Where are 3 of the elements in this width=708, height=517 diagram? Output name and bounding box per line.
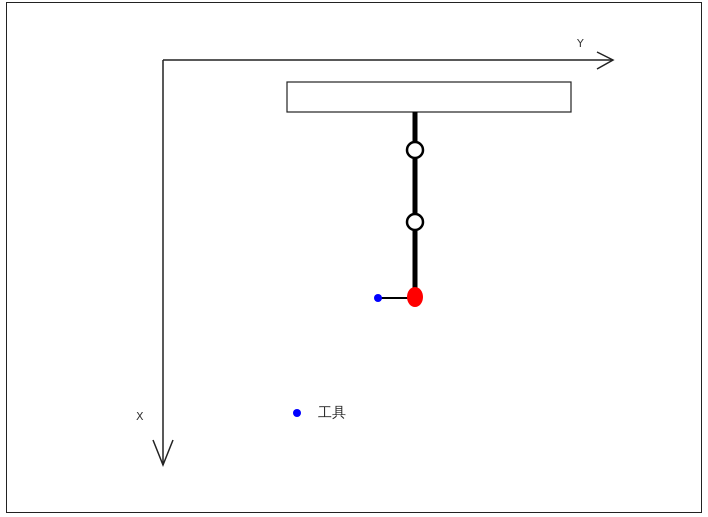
axis-label: X [136, 411, 144, 423]
axis-label: Y [577, 38, 584, 50]
legend-label: 工具 [318, 405, 346, 421]
